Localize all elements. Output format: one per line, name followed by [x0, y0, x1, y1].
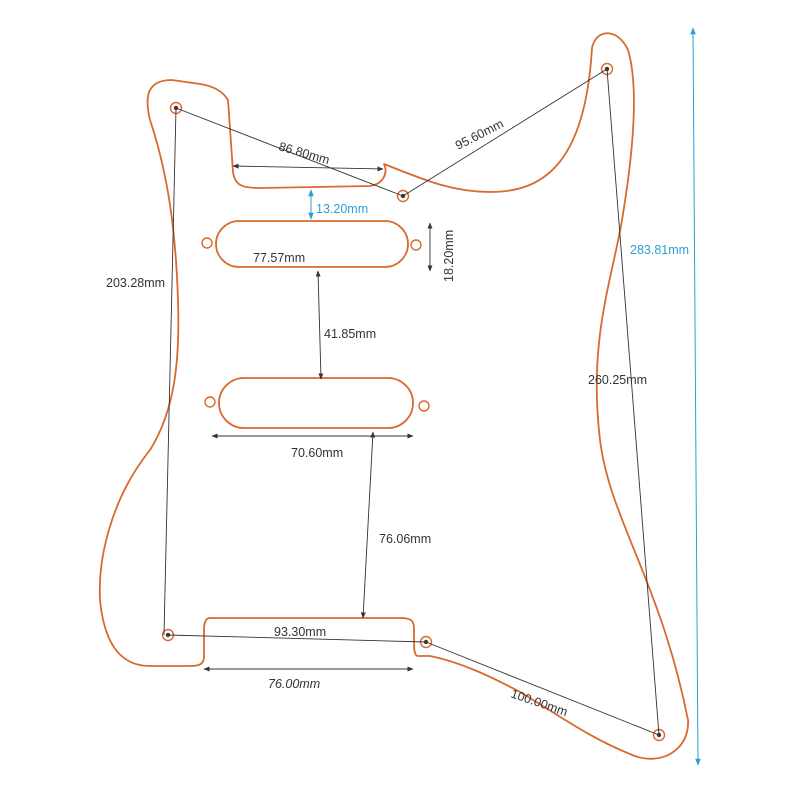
dim-line-bottom-center-to-right	[425, 641, 660, 736]
screw-hole-neck-right	[410, 239, 422, 251]
dim-line-left-span	[163, 107, 177, 636]
dim-line-middle-to-bridge	[360, 431, 376, 619]
screw-hole-middle-right	[418, 400, 430, 412]
screw-hole-middle-left	[204, 396, 216, 408]
screw-hole-neck-left	[201, 237, 213, 249]
label-bottom-center-to-right: 100.00mm	[509, 687, 569, 719]
label-neck-height: 18.20mm	[442, 230, 456, 282]
label-neck-gap: 13.20mm	[316, 202, 368, 216]
dim-line-neck-to-middle	[315, 270, 324, 380]
label-neck-to-middle: 41.85mm	[324, 327, 376, 341]
dim-line-overall-height	[690, 27, 701, 766]
dim-line-top-left-to-center	[175, 107, 404, 197]
label-top-left-to-center: 86.80mm	[277, 139, 331, 167]
label-bottom-span: 93.30mm	[274, 625, 326, 639]
label-overall-height: 283.81mm	[630, 243, 689, 257]
dim-line-center-to-top-right	[402, 68, 608, 197]
pickguard-outline	[98, 32, 689, 760]
label-right-span: 260.25mm	[588, 373, 647, 387]
label-bridge-width: 76.00mm	[268, 677, 320, 691]
label-middle-to-bridge: 76.06mm	[379, 532, 431, 546]
middle-pickup-opening	[218, 377, 414, 429]
dim-line-bottom-span	[167, 634, 427, 643]
neck-pickup-opening	[215, 220, 409, 268]
dim-line-upper-slot-width	[232, 163, 384, 172]
label-left-span: 203.28mm	[106, 276, 165, 290]
label-neck-width: 77.57mm	[253, 251, 305, 265]
label-center-to-top-right: 95.60mm	[453, 117, 506, 153]
dim-line-right-span	[606, 68, 660, 736]
label-middle-width: 70.60mm	[291, 446, 343, 460]
